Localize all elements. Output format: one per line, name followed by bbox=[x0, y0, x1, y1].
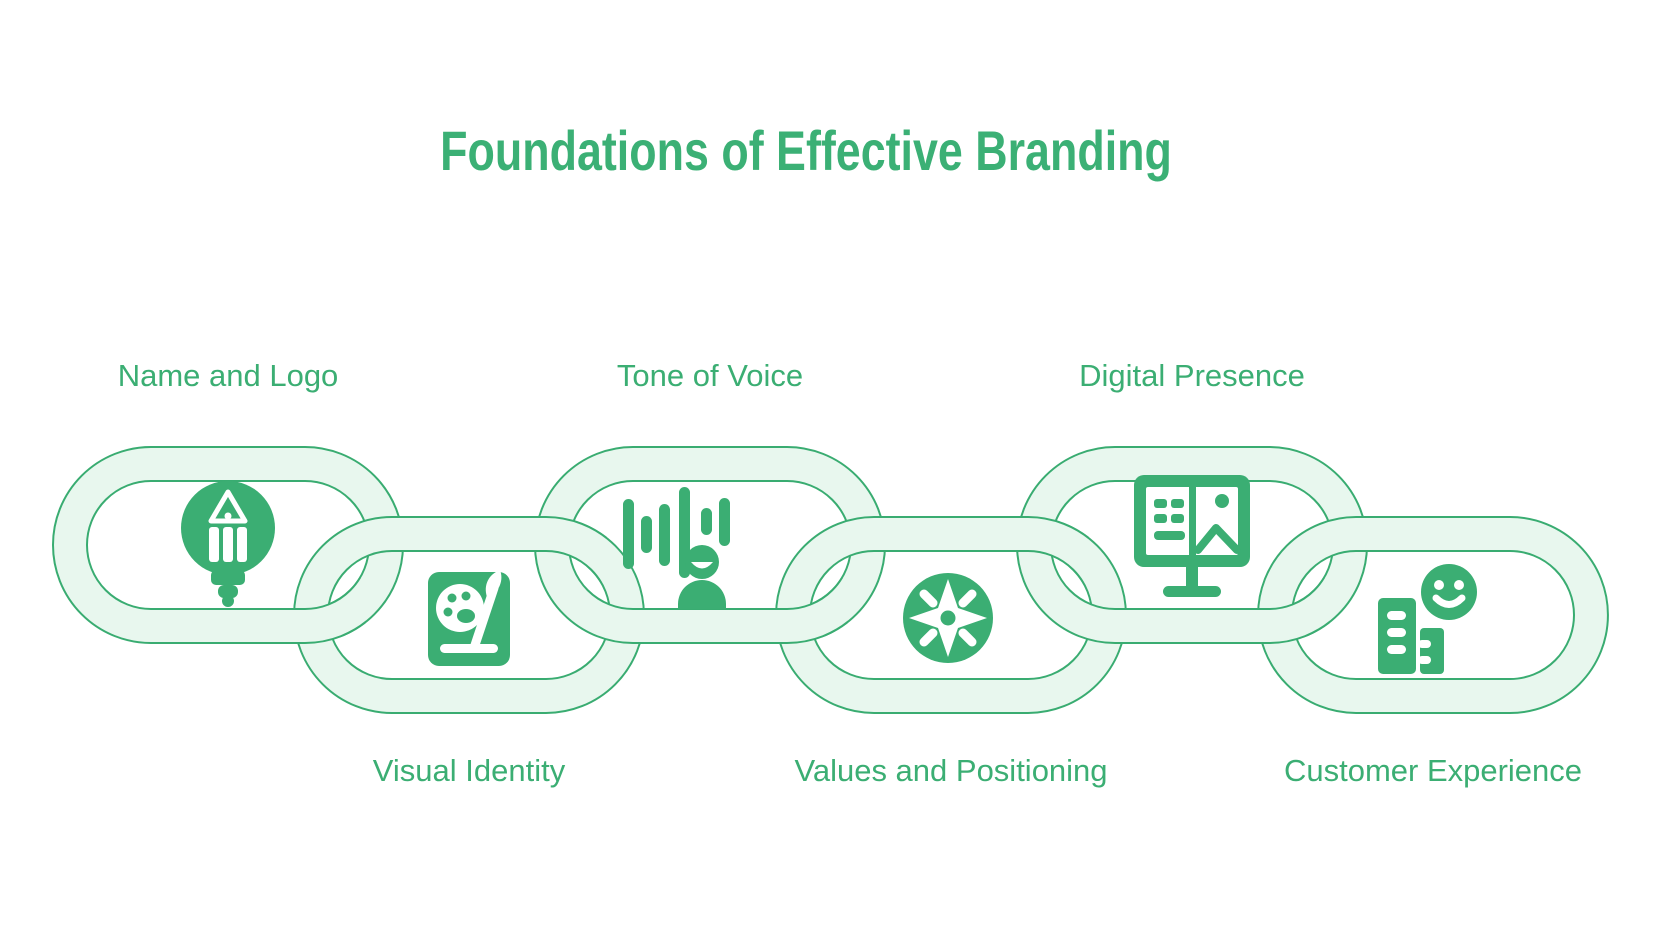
label-values-and-positioning: Values and Positioning bbox=[794, 753, 1108, 788]
brand-book-palette-icon bbox=[428, 570, 510, 666]
compass-icon bbox=[903, 573, 993, 663]
page-title: Foundations of Effective Branding bbox=[440, 119, 1172, 182]
label-customer-experience: Customer Experience bbox=[1283, 753, 1583, 788]
label-name-and-logo: Name and Logo bbox=[117, 358, 339, 393]
buildings-smiley-icon bbox=[1378, 564, 1477, 674]
label-visual-identity: Visual Identity bbox=[372, 753, 566, 788]
monitor-website-icon bbox=[1134, 475, 1250, 597]
lightbulb-pencil-icon bbox=[181, 481, 275, 607]
label-tone-of-voice: Tone of Voice bbox=[616, 358, 804, 393]
voice-waveform-person-icon bbox=[623, 487, 730, 609]
label-digital-presence: Digital Presence bbox=[1079, 358, 1305, 393]
